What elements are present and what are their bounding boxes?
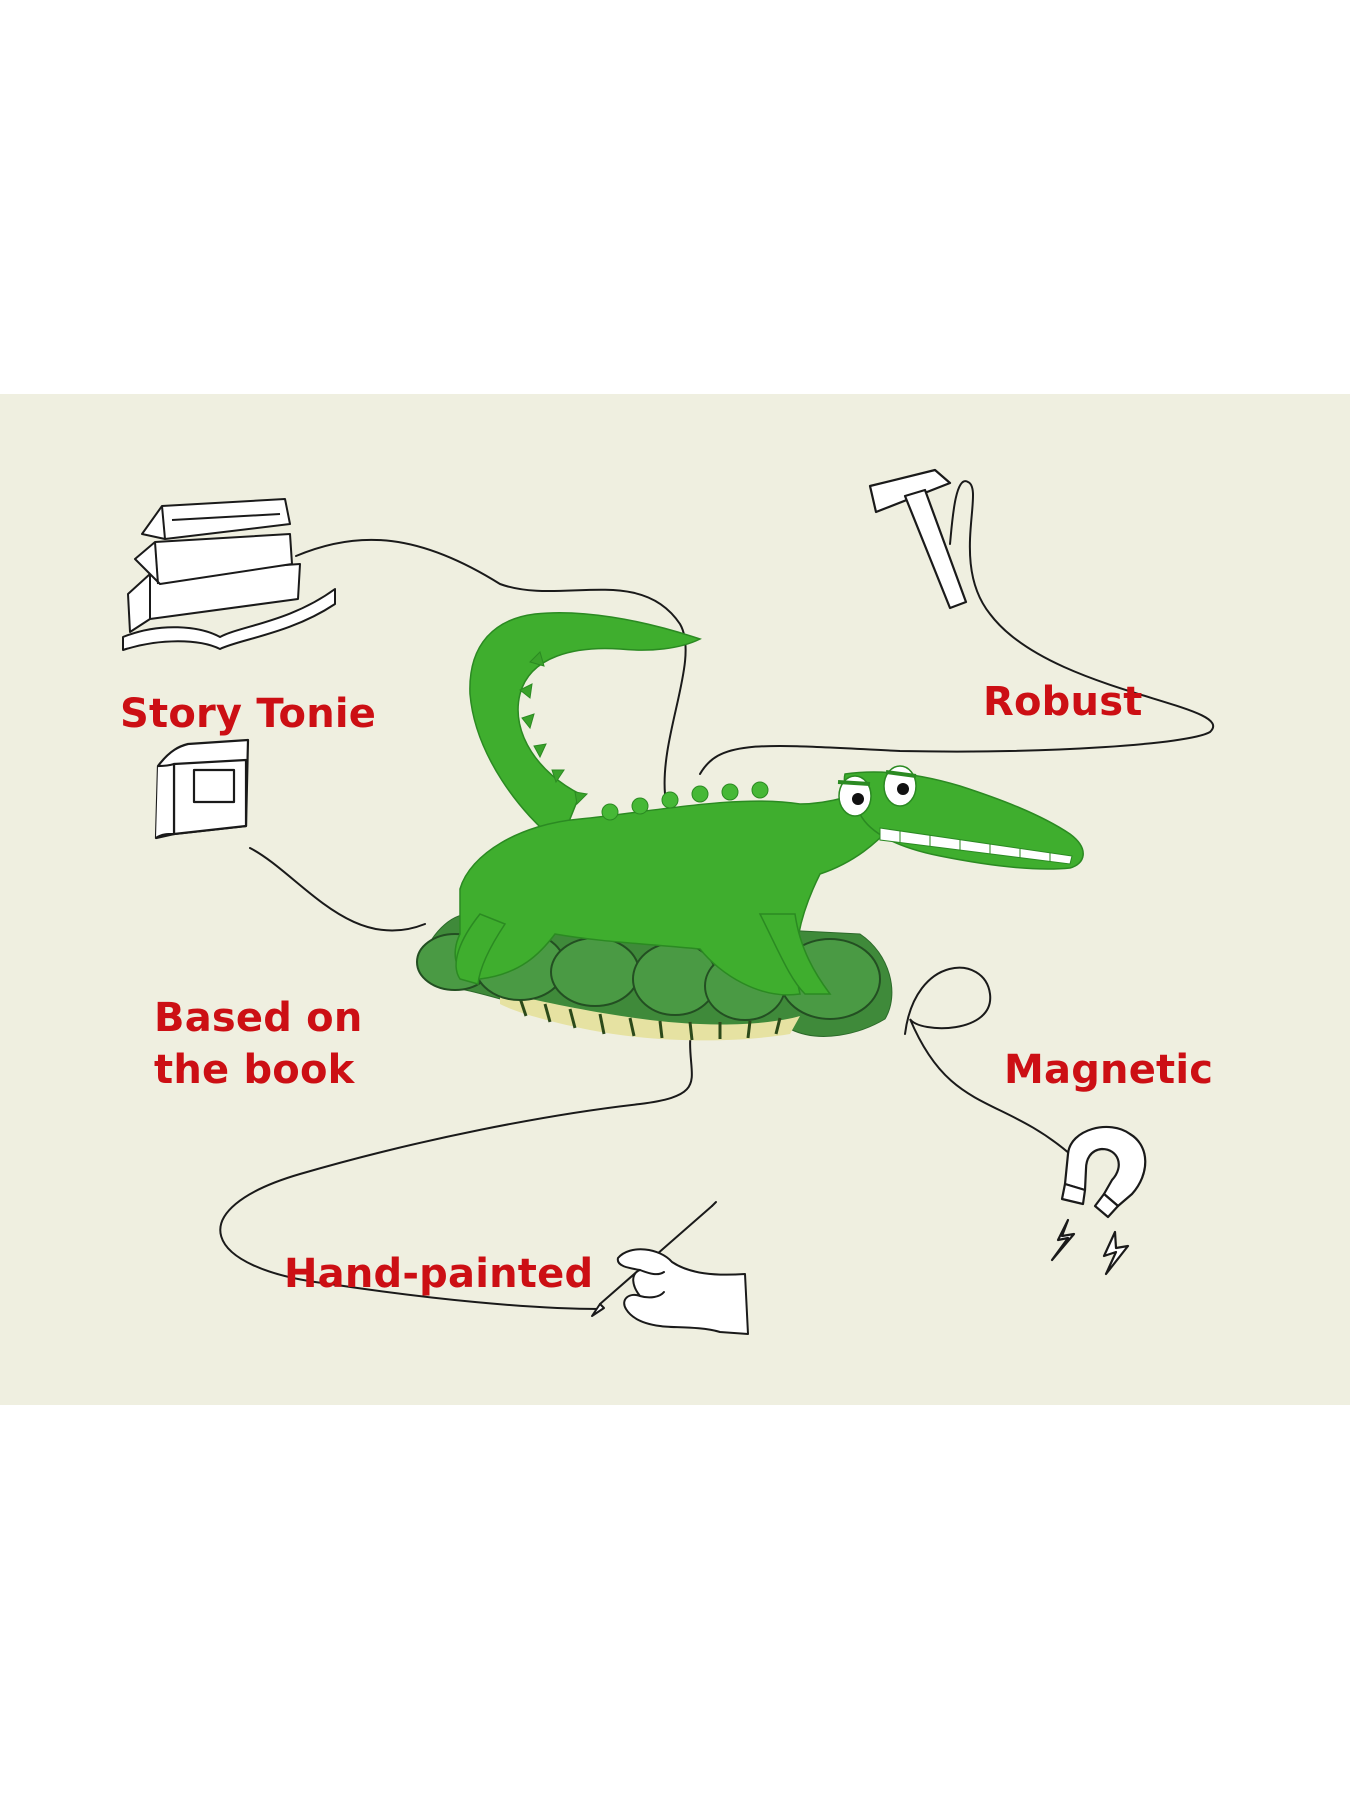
crocodile-front-leg (758, 913, 832, 995)
connector-magnetic (904, 966, 1071, 1155)
based-on-text: Based on (154, 995, 363, 1041)
stacked-books-icon (122, 498, 336, 651)
hand-painted-text: Hand-painted (284, 1251, 594, 1297)
connector-lines (219, 480, 1214, 1310)
connector-robust (699, 480, 1214, 775)
figurine-sand-stripes (518, 997, 782, 1041)
hand-with-brush-icon (591, 1201, 749, 1335)
crocodile-figurine (416, 612, 1084, 1041)
crocodile-eyes (837, 765, 917, 817)
magnetic-text: Magnetic (1004, 1047, 1214, 1093)
feature-label-robust: Robust (983, 676, 1143, 728)
feature-panel: Story Tonie Robust Based on the book Mag… (0, 394, 1350, 1405)
feature-label-story-tonie: Story Tonie (120, 688, 376, 740)
crocodile-back-bumps (601, 781, 769, 821)
crocodile-teeth (879, 827, 1073, 865)
connector-based-on-book (249, 847, 426, 932)
connector-story-tonie (295, 538, 687, 795)
feature-label-based-on-book: Based on the book (154, 992, 363, 1096)
crocodile-tail-spikes (519, 651, 589, 806)
crocodile-tail (469, 612, 702, 846)
horseshoe-magnet-icon (1050, 1125, 1147, 1276)
hammer-icon (868, 468, 968, 610)
robust-text: Robust (983, 679, 1143, 725)
feature-label-magnetic: Magnetic (1004, 1044, 1213, 1096)
story-tonie-text: Story Tonie (120, 691, 377, 737)
feature-illustration (0, 394, 1350, 1405)
crocodile-back-leg (455, 913, 507, 985)
the-book-text: the book (154, 1047, 355, 1093)
closed-book-icon (154, 738, 250, 840)
connector-hand-painted (219, 1018, 694, 1310)
crocodile-teeth-lines (899, 831, 1051, 861)
feature-label-hand-painted: Hand-painted (284, 1248, 593, 1300)
figurine-sand-strip (500, 992, 800, 1041)
